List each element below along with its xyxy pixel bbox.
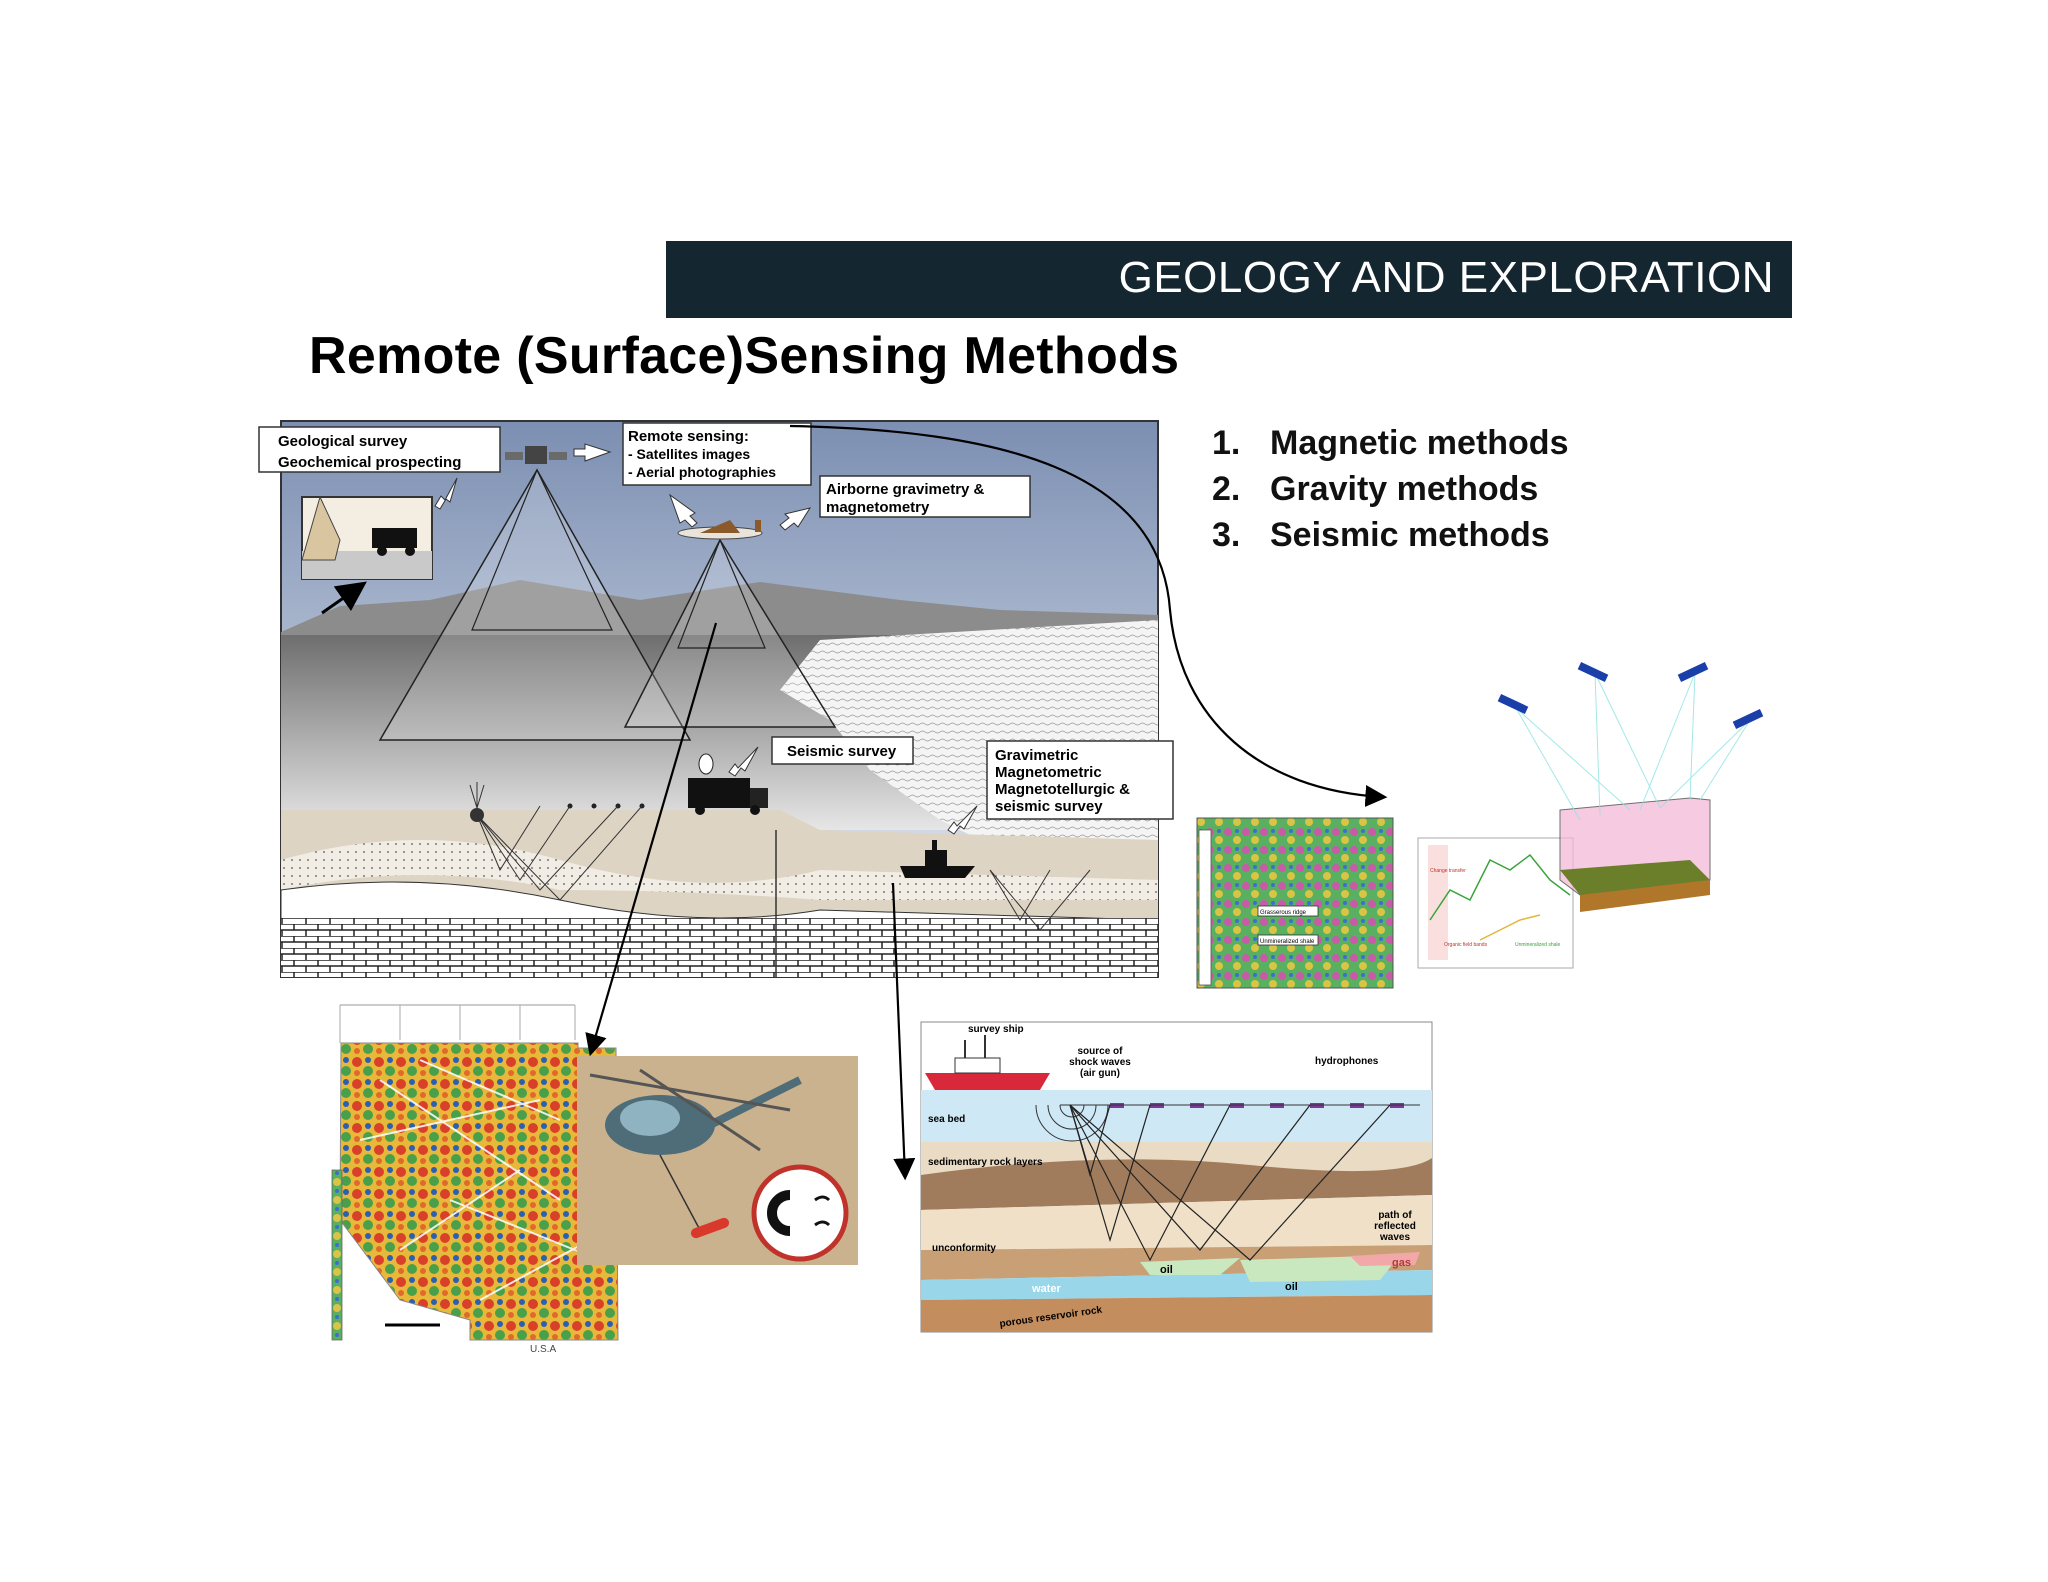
svg-text:- Satellites images: - Satellites images [628,446,750,462]
seismic-truck-icon [688,753,768,815]
svg-text:Geochemical prospecting: Geochemical prospecting [278,454,461,471]
svg-text:oil: oil [1285,1281,1298,1293]
method-item: 3.Seismic methods [1212,516,1550,554]
label-remote-sensing: Remote sensing: - Satellites images - Ae… [622,422,812,486]
svg-text:path of: path of [1378,1210,1412,1221]
connector-arrows [585,424,1388,1181]
label-airborne: Airborne gravimetry & magnetometry [819,475,1031,518]
satellite-icon [505,446,567,464]
svg-text:Unmineralized shale: Unmineralized shale [1260,939,1315,945]
svg-text:survey ship: survey ship [968,1024,1024,1035]
svg-text:- Aerial photographies: - Aerial photographies [628,464,776,480]
svg-text:(air gun): (air gun) [1080,1068,1120,1079]
satellite-icons [1497,662,1764,729]
helicopter-magnetometer-figure [577,1056,858,1265]
method-item: 1.Magnetic methods [1212,424,1569,462]
svg-text:shock waves: shock waves [1069,1057,1131,1068]
marine-seismic-diagram: survey ship source of shock waves (air g… [920,1021,1433,1333]
header-banner: GEOLOGY AND EXPLORATION [666,241,1792,318]
svg-text:Change transfer: Change transfer [1430,868,1466,874]
svg-text:reflected: reflected [1374,1221,1416,1232]
field-jeep-inset [301,495,433,580]
svg-text:sea bed: sea bed [928,1114,965,1125]
svg-text:Magnetometric: Magnetometric [995,764,1102,781]
svg-text:Unmineralized shale: Unmineralized shale [1515,942,1561,948]
svg-text:gas: gas [1392,1257,1411,1269]
svg-text:Grasserous ridge: Grasserous ridge [1260,910,1307,916]
svg-text:seismic survey: seismic survey [995,798,1103,815]
airplane-icon [677,520,763,540]
svg-text:Remote sensing:: Remote sensing: [628,428,749,445]
country-label: U.S.A [530,1344,556,1355]
svg-text:hydrophones: hydrophones [1315,1056,1379,1067]
svg-text:sedimentary rock layers: sedimentary rock layers [928,1157,1043,1168]
svg-text:waves: waves [1379,1232,1410,1243]
page-title: Remote (Surface)Sensing Methods [309,327,1180,385]
banner-title: GEOLOGY AND EXPLORATION [1118,253,1774,302]
label-marine-survey: Gravimetric Magnetometric Magnetotellurg… [986,740,1174,820]
svg-text:magnetometry: magnetometry [826,499,930,516]
gas-pocket [1350,1252,1420,1266]
survey-ship-icon [900,840,975,878]
svg-text:oil: oil [1160,1264,1173,1276]
label-seismic-survey: Seismic survey [771,736,914,765]
svg-text:Seismic survey: Seismic survey [787,743,897,760]
svg-text:source of: source of [1077,1046,1123,1057]
survey-ship-icon [925,1035,1050,1090]
satellite-data-figure: Grasserous ridge Unmineralized shale Cha… [1196,662,1764,989]
oil-pocket [1140,1258,1240,1275]
methods-list: 1.Magnetic methods 2.Gravity methods 3.S… [1212,424,1568,562]
svg-text:Airborne gravimetry &: Airborne gravimetry & [826,481,985,498]
color-scale-bar [331,1169,343,1341]
svg-text:Magnetotellurgic &: Magnetotellurgic & [995,781,1130,798]
svg-text:Geological survey: Geological survey [278,433,408,450]
svg-text:Organic field bands: Organic field bands [1444,942,1488,948]
method-item: 2.Gravity methods [1212,470,1539,508]
label-geological-survey: Geological survey Geochemical prospectin… [258,426,501,473]
exploration-overview-diagram: Geological survey Geochemical prospectin… [258,420,1174,978]
svg-text:unconformity: unconformity [932,1243,996,1254]
magnet-icon [751,1164,849,1262]
svg-text:Gravimetric: Gravimetric [995,747,1078,764]
aeromagnetic-map-figure: U.S.A [331,1004,619,1355]
svg-text:water: water [1031,1283,1061,1295]
